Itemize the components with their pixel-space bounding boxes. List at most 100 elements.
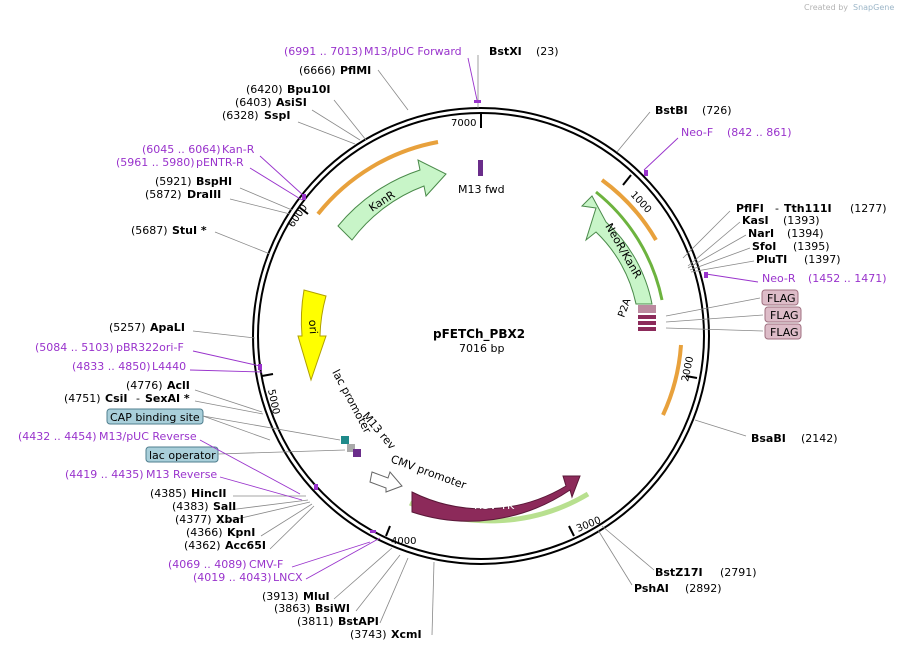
site-mlui-pos: (3913) <box>262 590 299 603</box>
site-sfoi-pos: (1395) <box>793 240 830 253</box>
tick-5000 <box>261 373 274 377</box>
lac-marker-2 <box>347 444 355 452</box>
site-kpni[interactable]: KpnI <box>227 526 255 539</box>
site-pflfi[interactable]: PflFI <box>736 202 764 215</box>
site-nari-pos: (1394) <box>787 227 824 240</box>
m13fwd-marker[interactable] <box>478 160 483 176</box>
lac-marker-3 <box>353 449 361 457</box>
flag-box-1[interactable] <box>761 289 799 306</box>
site-xbai-pos: (4377) <box>175 513 212 526</box>
connector-lines <box>192 55 764 636</box>
primer-m13puc-fwd-name: M13/pUC Forward <box>364 45 462 58</box>
site-bstapi[interactable]: BstAPI <box>338 615 379 628</box>
site-apali-pos: (5257) <box>109 321 146 334</box>
site-bpu10i[interactable]: Bpu10I <box>287 83 331 96</box>
site-sspi-pos: (6328) <box>222 109 259 122</box>
site-hincii[interactable]: HincII <box>191 487 227 500</box>
site-acli[interactable]: AclI <box>167 379 190 392</box>
site-pluti[interactable]: PluTI <box>756 253 787 266</box>
credit-text: Created by <box>804 3 848 12</box>
tick-label-2000: 2000 <box>680 355 696 382</box>
site-bsabi-pos: (2142) <box>801 432 838 445</box>
tick-label-1000: 1000 <box>628 190 653 216</box>
primer-cmvf-range: (4069 .. 4089) <box>168 558 247 571</box>
site-bsiwi-pos: (3863) <box>274 602 311 615</box>
tick-2000 <box>685 375 698 379</box>
tick-label-4000: 4000 <box>391 536 416 547</box>
site-sfoi[interactable]: SfoI <box>752 240 776 253</box>
tick-4000 <box>385 525 391 537</box>
site-kasi[interactable]: KasI <box>742 214 769 227</box>
primer-kanr-name: Kan-R <box>222 143 255 156</box>
primer-neor-name: Neo-R <box>762 272 796 285</box>
primer-l4440-range: (4833 .. 4850) <box>72 360 151 373</box>
orange-arc-neor <box>600 178 658 242</box>
site-mlui[interactable]: MluI <box>303 590 330 603</box>
snapgene-logo: SnapGene <box>853 3 894 12</box>
site-pshai[interactable]: PshAI <box>634 582 669 595</box>
hsvtk-arrow[interactable] <box>411 475 581 522</box>
primer-lines <box>189 57 759 580</box>
cap-box-label: CAP binding site <box>110 411 200 424</box>
site-xcmi-pos: (3743) <box>350 628 387 641</box>
site-stui-pos: (5687) <box>131 224 168 237</box>
flag-box-3-label: FLAG <box>770 326 799 339</box>
primer-pentr-range: (5961 .. 5980) <box>116 156 195 169</box>
ori-label: ori <box>306 319 320 334</box>
flag-box-1-label: FLAG <box>767 292 796 305</box>
p2a-marker[interactable] <box>638 305 656 313</box>
flag-box-2[interactable] <box>764 306 802 323</box>
lacop-box-label: lac operator <box>149 449 216 462</box>
site-sexai[interactable]: SexAI * <box>145 392 190 405</box>
site-bsabi[interactable]: BsaBI <box>751 432 786 445</box>
kanr-arrow[interactable] <box>337 159 447 241</box>
primer-pbr322-range: (5084 .. 5103) <box>35 341 114 354</box>
hsvtk-label: HSV TK <box>474 499 515 512</box>
site-bstz17i-pos: (2791) <box>720 566 757 579</box>
site-bsphi[interactable]: BspHI <box>196 175 232 188</box>
site-nari[interactable]: NarI <box>748 227 774 240</box>
cmv-arrow[interactable] <box>369 471 403 493</box>
site-bstz17i[interactable]: BstZ17I <box>655 566 703 579</box>
site-pfimi-pos: (6666) <box>299 64 336 77</box>
primer-kanr-range: (6045 .. 6064) <box>142 143 221 156</box>
lacop-box[interactable] <box>145 446 219 463</box>
site-bstxi[interactable]: BstXI <box>489 45 522 58</box>
site-xbai[interactable]: XbaI <box>216 513 244 526</box>
site-sali[interactable]: SalI <box>213 500 236 513</box>
site-tth111i[interactable]: Tth111I <box>784 202 832 215</box>
site-sspi[interactable]: SspI <box>264 109 290 122</box>
site-asisi[interactable]: AsiSI <box>276 96 307 109</box>
orange-arc-2000 <box>661 344 683 416</box>
site-bstxi-pos: (23) <box>536 45 559 58</box>
primer-pentr-name: pENTR-R <box>196 156 244 169</box>
site-pluti-pos: (1397) <box>804 253 841 266</box>
plasmid-name: pFETCh_PBX2 <box>433 327 525 342</box>
site-hincii-pos: (4385) <box>150 487 187 500</box>
primer-lncx-name: LNCX <box>273 571 303 584</box>
site-bstbi[interactable]: BstBI <box>655 104 688 117</box>
cap-box[interactable] <box>106 408 204 425</box>
site-draiii[interactable]: DraIII <box>187 188 221 201</box>
site-acc65i[interactable]: Acc65I <box>225 539 266 552</box>
primer-marks <box>258 100 708 533</box>
ori-arrow[interactable] <box>297 289 327 382</box>
site-xcmi[interactable]: XcmI <box>391 628 422 641</box>
primer-neof-name: Neo-F <box>681 126 713 139</box>
site-pfimi[interactable]: PflMI <box>340 64 371 77</box>
primer-neor-range: (1452 .. 1471) <box>808 272 887 285</box>
primer-m13puc-fwd-range: (6991 .. 7013) <box>284 45 363 58</box>
neor-arrow[interactable] <box>580 195 653 305</box>
m13fwd-label: M13 fwd <box>458 183 505 196</box>
site-csii[interactable]: CsiI <box>105 392 127 405</box>
site-bstapi-pos: (3811) <box>297 615 334 628</box>
flag-mark-3 <box>638 327 656 331</box>
site-stui[interactable]: StuI * <box>172 224 207 237</box>
neor-label: NeoR/KanR <box>602 221 644 281</box>
site-bsiwi[interactable]: BsiWI <box>315 602 350 615</box>
site-apali[interactable]: ApaLI <box>150 321 185 334</box>
site-acc65i-pos: (4362) <box>184 539 221 552</box>
flag-box-3[interactable] <box>764 323 802 340</box>
site-pshai-pos: (2892) <box>685 582 722 595</box>
